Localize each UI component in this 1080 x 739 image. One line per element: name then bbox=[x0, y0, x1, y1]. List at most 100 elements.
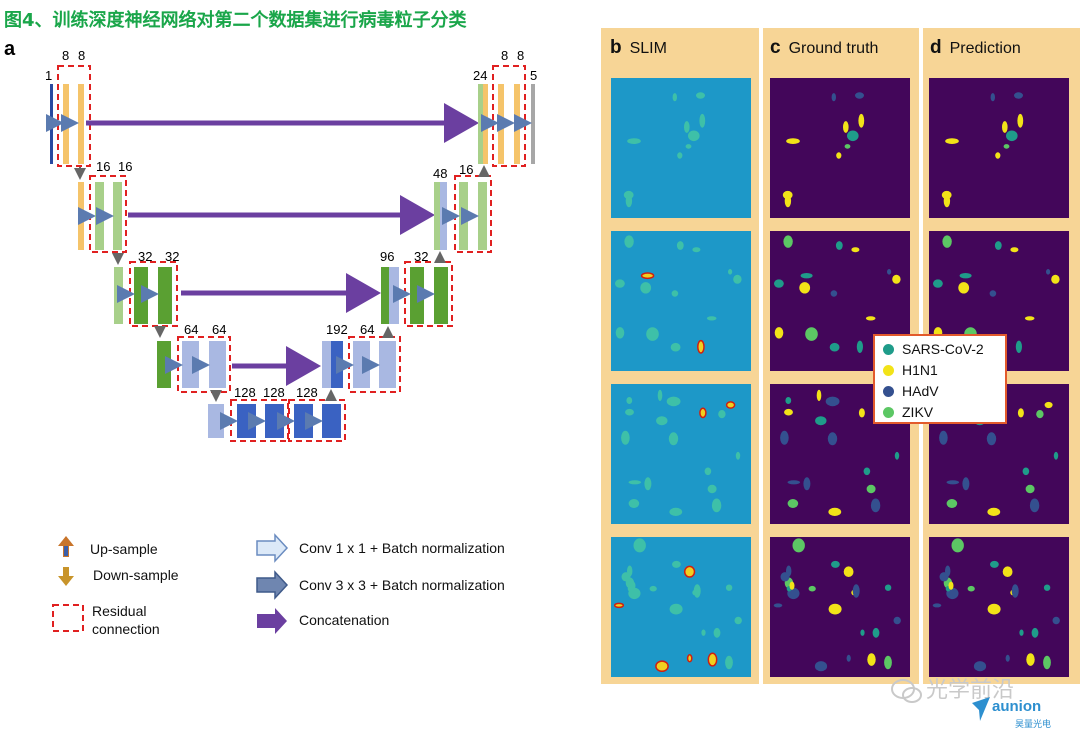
particle bbox=[1017, 408, 1024, 418]
particle bbox=[973, 661, 987, 672]
conv1x1-arrow-icon bbox=[256, 533, 289, 563]
particle bbox=[684, 121, 690, 133]
particle bbox=[847, 130, 859, 142]
particle bbox=[858, 113, 865, 128]
slim-image bbox=[611, 537, 751, 677]
particle bbox=[994, 241, 1002, 250]
particle bbox=[939, 572, 949, 582]
particle bbox=[1002, 566, 1013, 577]
slim-image bbox=[611, 78, 751, 218]
particle bbox=[866, 484, 876, 494]
particle bbox=[699, 113, 706, 128]
ch-label: 64 bbox=[212, 322, 226, 337]
figure-title: 图4、训练深度神经网络对第二个数据集进行病毒粒子分类 bbox=[4, 10, 467, 31]
particle bbox=[621, 572, 631, 582]
ch-label: 16 bbox=[459, 162, 473, 177]
particle bbox=[1036, 410, 1044, 419]
particle bbox=[640, 282, 652, 294]
feature-bar bbox=[483, 84, 488, 164]
feature-bar bbox=[265, 404, 284, 438]
prediction-mask bbox=[929, 537, 1069, 677]
particle bbox=[831, 93, 836, 102]
particle bbox=[1043, 655, 1051, 670]
particle bbox=[666, 396, 681, 407]
feature-bar bbox=[237, 404, 256, 438]
particle bbox=[1017, 113, 1024, 128]
particle bbox=[860, 629, 865, 636]
watermark-text: 光学前沿 bbox=[926, 678, 1015, 703]
particle bbox=[933, 279, 943, 288]
particle bbox=[786, 138, 800, 144]
unet-diagram: a 1 8 8 16 16 32 32 64 64 128 bbox=[4, 38, 537, 634]
particle bbox=[987, 507, 1001, 516]
upsample-icon bbox=[58, 536, 74, 557]
particle bbox=[669, 603, 683, 615]
particle bbox=[1053, 451, 1059, 460]
particle bbox=[657, 389, 663, 402]
particle bbox=[787, 480, 801, 485]
particle bbox=[1006, 130, 1018, 142]
particle bbox=[856, 340, 863, 353]
particle bbox=[987, 603, 1001, 615]
particle bbox=[626, 397, 633, 404]
particle bbox=[1022, 467, 1030, 476]
particle bbox=[1026, 653, 1035, 666]
particle bbox=[945, 138, 959, 144]
particle bbox=[943, 194, 951, 208]
particle bbox=[672, 93, 677, 102]
particle bbox=[800, 273, 813, 279]
ch-label: 32 bbox=[138, 249, 152, 264]
particle bbox=[633, 538, 646, 553]
particle bbox=[615, 279, 625, 288]
particle bbox=[644, 477, 652, 491]
particle bbox=[787, 499, 799, 508]
ch-label: 64 bbox=[360, 322, 374, 337]
particle bbox=[630, 581, 636, 590]
particle bbox=[814, 661, 828, 672]
particle bbox=[1019, 629, 1024, 636]
brand-name: aunion bbox=[992, 698, 1042, 715]
ch-label: 48 bbox=[433, 166, 447, 181]
prediction-mask bbox=[929, 78, 1069, 218]
particle bbox=[835, 241, 843, 250]
particle bbox=[962, 477, 970, 491]
ground-truth-mask bbox=[770, 78, 910, 218]
conv3x3-arrow-icon bbox=[256, 570, 289, 600]
particle bbox=[884, 584, 892, 591]
particle bbox=[683, 565, 696, 578]
input-bar bbox=[50, 84, 53, 164]
particle bbox=[707, 484, 717, 494]
particle bbox=[697, 339, 705, 354]
feature-bar bbox=[478, 182, 487, 250]
legend-item: SARS-CoV-2 bbox=[883, 341, 984, 357]
legend-item: ZIKV bbox=[883, 404, 933, 420]
slim-image bbox=[611, 384, 751, 524]
ch-label: 128 bbox=[263, 385, 285, 400]
legend-dot bbox=[883, 407, 894, 418]
legend-dot bbox=[883, 344, 894, 355]
brand-subtitle: 昊量光电 bbox=[1015, 720, 1052, 730]
particle bbox=[628, 480, 642, 485]
particle bbox=[1044, 401, 1053, 409]
particle bbox=[825, 396, 840, 407]
particle bbox=[990, 93, 995, 102]
ch-label: 5 bbox=[530, 68, 537, 83]
particle bbox=[967, 585, 975, 592]
legend-conv1x1: Conv 1 x 1 + Batch normalization bbox=[299, 540, 505, 556]
feature-bar bbox=[498, 84, 504, 164]
particle bbox=[989, 290, 997, 297]
particle bbox=[706, 316, 717, 321]
particle bbox=[785, 397, 792, 404]
particle bbox=[718, 410, 726, 419]
wechat-icon bbox=[891, 679, 922, 703]
feature-bar bbox=[514, 84, 520, 164]
particle bbox=[815, 416, 827, 426]
feature-bar bbox=[353, 341, 370, 388]
particle bbox=[615, 327, 625, 339]
particle bbox=[829, 342, 840, 352]
ch-label: 64 bbox=[184, 322, 198, 337]
particle bbox=[625, 408, 634, 416]
residual-box bbox=[57, 65, 91, 167]
